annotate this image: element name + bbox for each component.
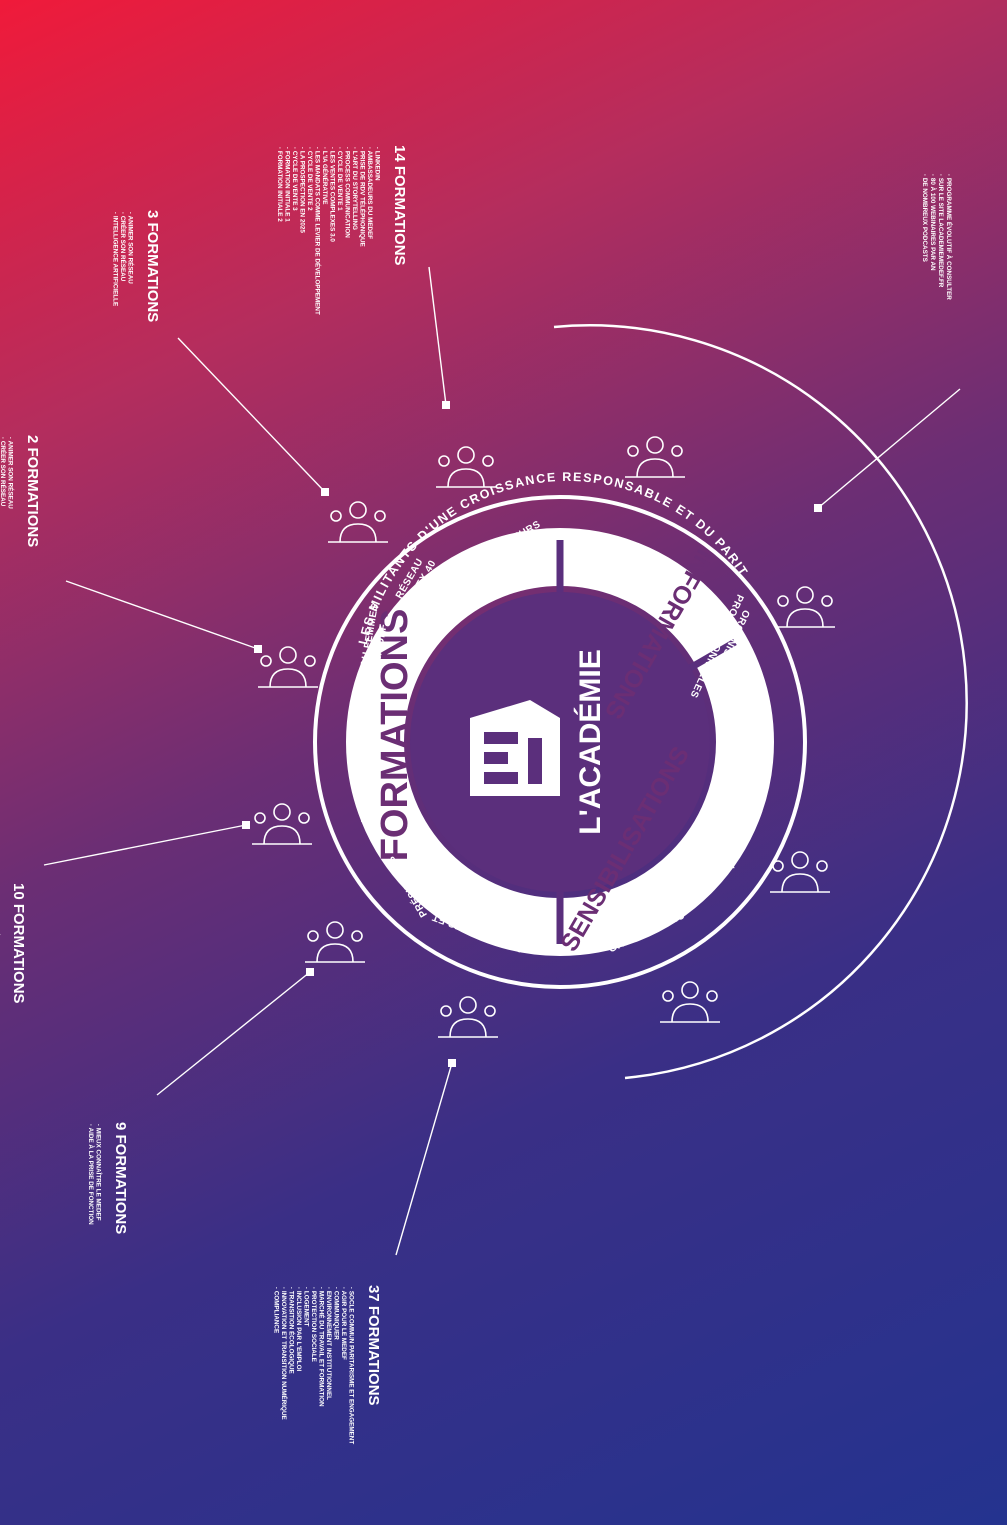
block-item: · PROGRAMME ÉVOLUTIF À CONSULTER: [945, 174, 954, 300]
block-b3: 3 FORMATIONS · ANIMER SON RÉSEAU· CRÉER S…: [112, 210, 162, 322]
table-meeting-icon: [438, 996, 498, 1038]
audience-entreprises-info: ENTREPRISESADHÉRENTES: [574, 545, 650, 568]
block-item: · TRANSITION ÉCOLOGIQUE: [288, 1287, 297, 1374]
block-b10: 10 FORMATIONS· MIEUX CONNAÎTRE LE MEDEF·…: [0, 883, 27, 1004]
block-item: · MIEUX CONNAÎTRE LE MEDEF: [0, 885, 2, 982]
block-item: · AIDE À LA PRISE DE FONCTION: [87, 1124, 96, 1225]
block-item: · AGIR POUR LE MEDEF: [340, 1287, 347, 1360]
connector-marker: [814, 504, 822, 512]
connector-line: [177, 337, 326, 493]
block-title: 3 FORMATIONS: [144, 210, 161, 322]
connector-line: [428, 266, 447, 406]
community-icon: [625, 436, 685, 478]
leader-icon: [258, 646, 318, 688]
block-item: · LOGEMENT: [303, 1287, 310, 1327]
block-item: · SUR LE SITE LACADEMIEMEDEF.FR: [937, 174, 944, 288]
people-icon: [660, 981, 720, 1023]
audience-responsables: RESPONSABLESD'O.P: [360, 734, 383, 823]
block-item: · COMMUNIQUER: [333, 1287, 340, 1340]
block-item: · CRÉER SON RÉSEAU: [119, 212, 128, 282]
block-item: · FORMATION INITIALE 2: [276, 147, 283, 222]
block-item: · INCLUSION PAR L'EMPLOI: [295, 1287, 302, 1372]
block-item: · ANIMER SON RÉSEAU: [127, 212, 136, 284]
block-b37: 37 FORMATIONS · SOCLE COMMUN PARITARISME …: [273, 1285, 383, 1444]
medef-logo-icon: [470, 700, 560, 796]
block-item: · MARCHÉ DU TRAVAIL ET FORMATION: [318, 1287, 327, 1407]
speaker-icon: [770, 851, 830, 893]
audience-line: ENTREPRISES: [574, 557, 650, 568]
block-item: · PRISE DE RDV TÉLÉPHONIQUE: [359, 147, 368, 247]
block-item: · AMBASSADEURS DU MEDEF: [366, 147, 373, 239]
block-title: 9 FORMATIONS: [112, 1122, 129, 1234]
center-logo: L'ACADÉMIE: [470, 649, 607, 835]
block-b2: 2 FORMATIONS · ANIMER SON RÉSEAU· CRÉER S…: [0, 435, 41, 547]
connectors: [43, 266, 961, 1256]
block-item: · INNOVATION ET TRANSITION NUMÉRIQUE: [280, 1287, 289, 1420]
block-item: · CRÉER SON RÉSEAU: [0, 437, 8, 507]
connector-marker: [242, 821, 250, 829]
block-item: · ANIMER SON RÉSEAU: [7, 437, 16, 509]
block-item: · LINKEDIN: [374, 147, 381, 181]
block-item: · MIEUX CONNAÎTRE LE MEDEF: [95, 1124, 104, 1221]
block-b9: 9 FORMATIONS · MIEUX CONNAÎTRE LE MEDEF· …: [87, 1122, 129, 1234]
connector-line: [395, 1062, 453, 1256]
block-item: · DE NOMBREUX PODCASTS: [921, 174, 928, 262]
connector-line: [817, 388, 961, 509]
block-item: · L'IA GÉNÉRATIVE: [321, 147, 330, 204]
middle-ring: [313, 495, 807, 989]
block-title: 37 FORMATIONS: [365, 1285, 382, 1406]
meeting-icon: [305, 921, 365, 963]
block-item: · CYCLE DE VENTE 3: [291, 147, 298, 211]
connector-line: [156, 971, 311, 1096]
connector-marker: [321, 488, 329, 496]
group-globe-icon: [775, 586, 835, 628]
block-item: · LES MANDATS COMME LEVIER DE DÉVELOPPEM…: [314, 147, 323, 315]
block-item: · FORMATION INITIALE 1: [284, 147, 291, 222]
segment-label-formations: FORMATIONS: [374, 609, 416, 862]
band-separators: [556, 540, 737, 944]
block-item: · CYCLE DE VENTE 2: [306, 147, 313, 211]
connector-marker: [448, 1059, 456, 1067]
outer-arc: [553, 324, 968, 1080]
block-title: 2 FORMATIONS: [24, 435, 41, 547]
block-b14: 14 FORMATIONS · LINKEDIN· AMBASSADEURS DU…: [276, 145, 408, 315]
growth-hand-icon: [436, 446, 496, 488]
block-title: 10 FORMATIONS: [10, 883, 27, 1004]
block-item: · PROCESS COMMUNICATION: [344, 147, 351, 238]
block-item: · PROTECTION SOCIALE: [310, 1287, 317, 1362]
block-item: · COMPLIANCE: [273, 1287, 280, 1333]
connector-marker: [442, 401, 450, 409]
block-item: · LES VENTES COMPLEXES 3.0: [329, 147, 336, 242]
audience-line: D'O.P: [372, 763, 383, 792]
block-item: · L'ART DU STORYTELLING: [351, 147, 358, 230]
block-title: 14 FORMATIONS: [391, 145, 408, 266]
block-prog: · PROGRAMME ÉVOLUTIF À CONSULTER· SUR LE…: [921, 174, 954, 300]
connector-marker: [254, 645, 262, 653]
block-item: · ENVIRONNEMENT INSTITUTIONNEL: [325, 1287, 332, 1400]
audience-line: RESPONSABLES: [360, 734, 371, 823]
block-item: · SOCLE COMMUN PARITARISME ET ENGAGEMENT: [348, 1287, 355, 1444]
connector-line: [43, 824, 247, 866]
block-item: · LA PROSPECTION EN 2025: [299, 147, 306, 233]
block-item: · CYCLE DE VENTE 1: [336, 147, 343, 211]
audience-icons: [252, 436, 835, 1038]
audience-line: ADHÉRENTES: [575, 545, 649, 558]
academie-label: L'ACADÉMIE: [573, 649, 607, 834]
climber-icon: [328, 501, 388, 543]
formation-blocks: 14 FORMATIONS · LINKEDIN· AMBASSADEURS DU…: [0, 145, 954, 1444]
block-item: · INTELLIGENCE ARTIFICIELLE: [112, 212, 119, 306]
connector-marker: [306, 968, 314, 976]
org-chart-icon: [252, 803, 312, 845]
block-item: · 80 À 100 WEBINAIRES PAR AN: [929, 174, 938, 271]
connector-line: [65, 580, 259, 650]
